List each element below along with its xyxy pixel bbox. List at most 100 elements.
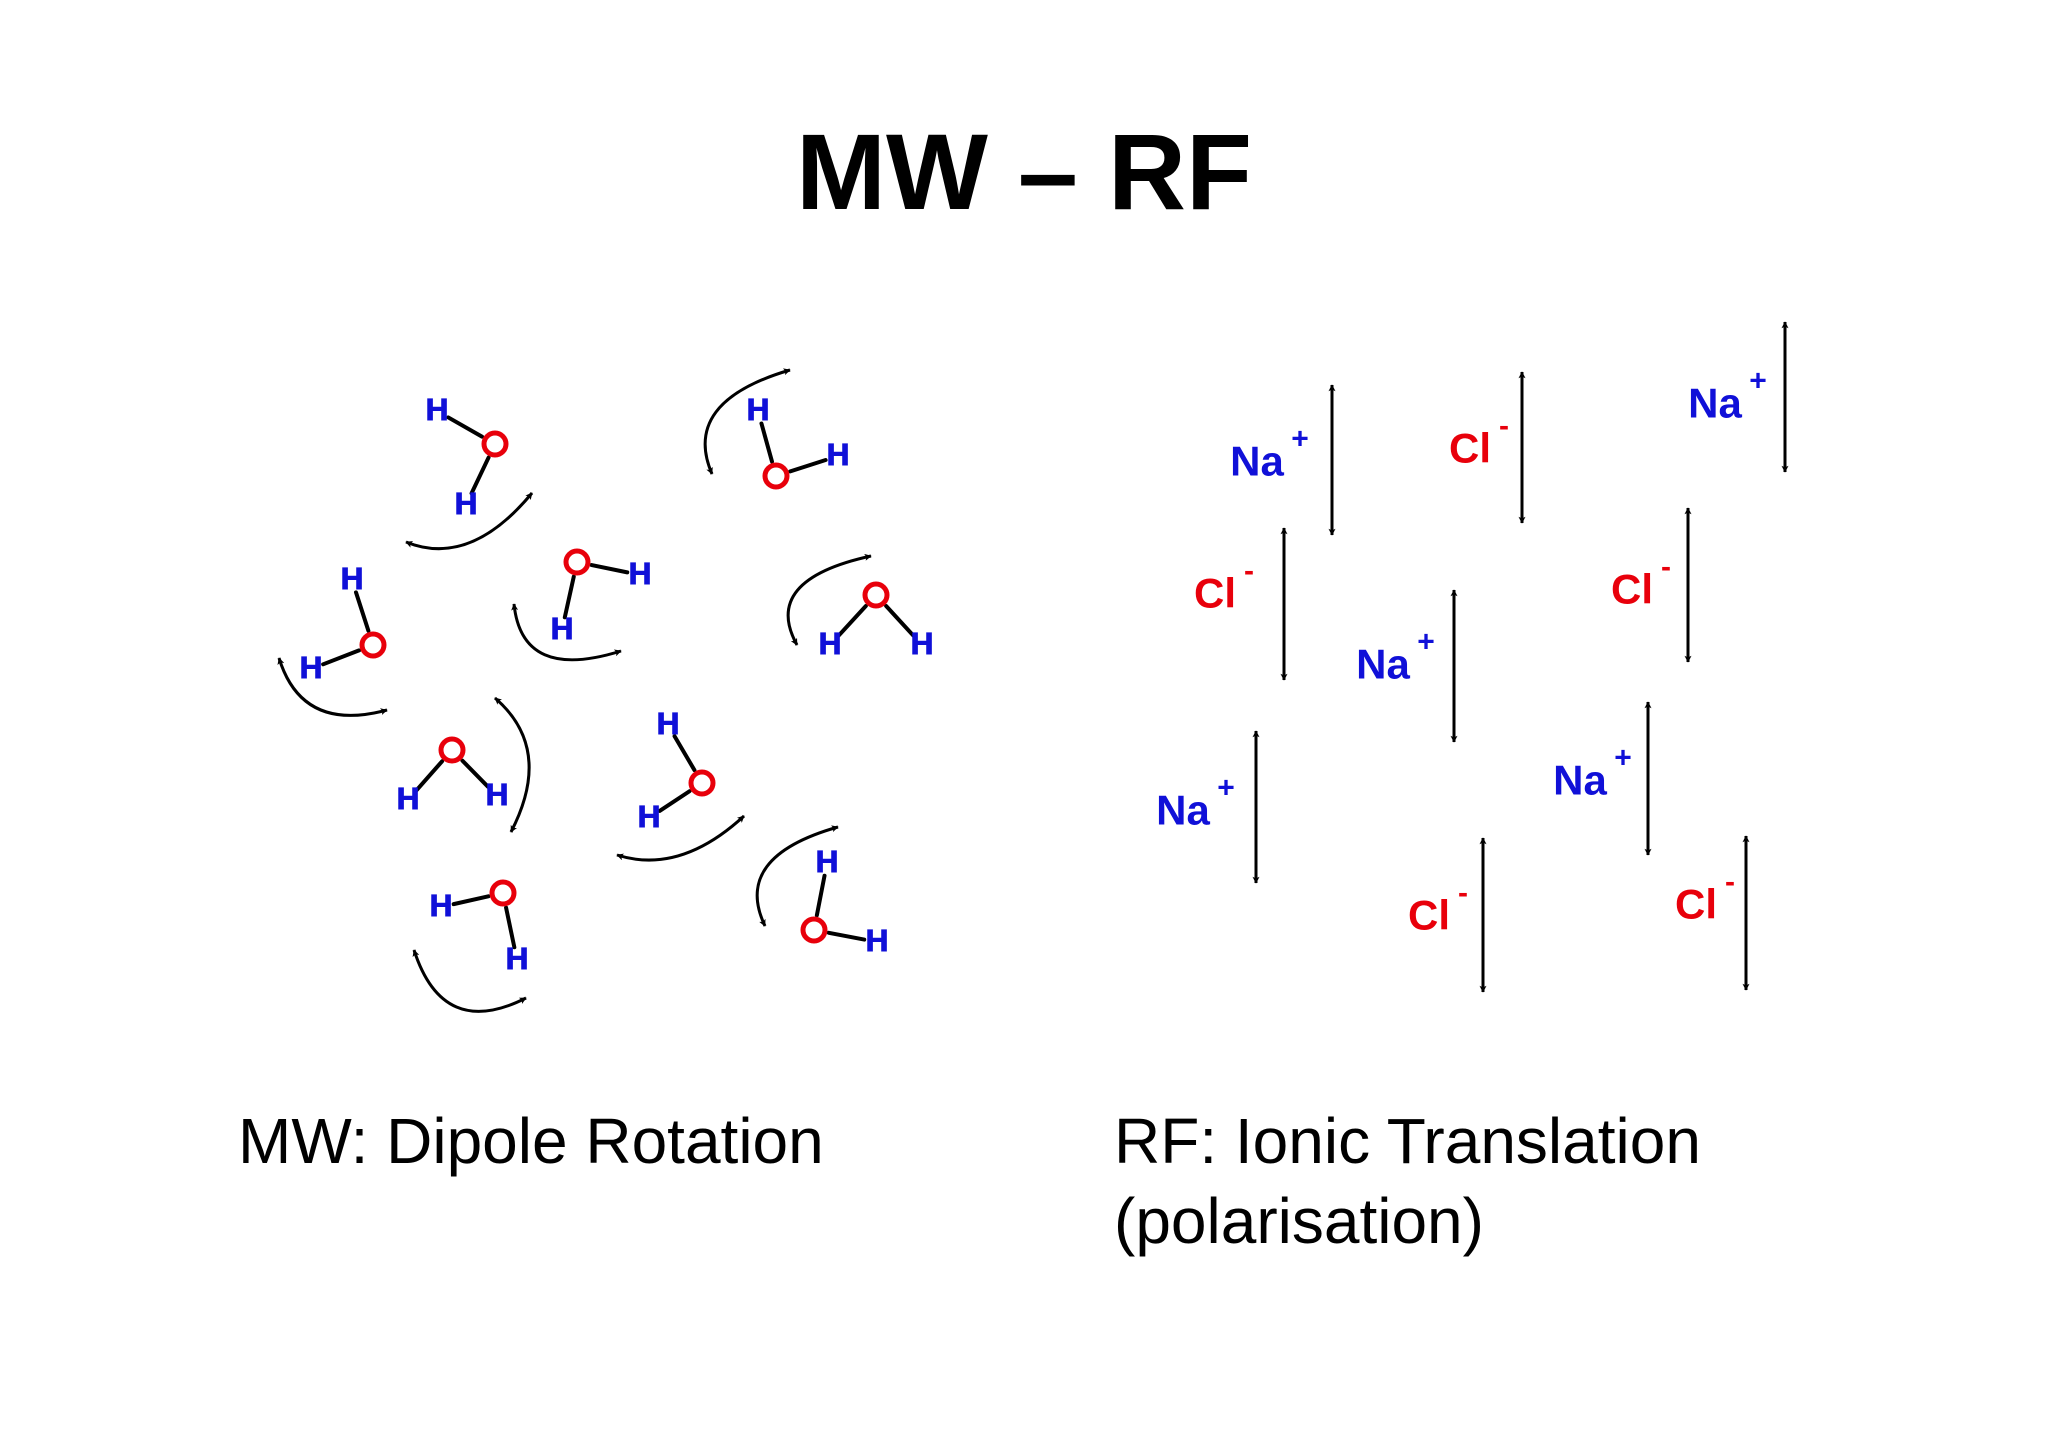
bond-line [759, 421, 774, 464]
hydrogen-atom: H [636, 801, 661, 836]
chloride-symbol: Cl [1675, 881, 1717, 928]
oxygen-atom [800, 916, 828, 944]
water-molecule: HH [745, 394, 851, 490]
hydrogen-atom: H [864, 925, 889, 960]
rotation-arrow [412, 949, 527, 1013]
bond-line [414, 759, 445, 793]
hydrogen-atom: H [825, 439, 850, 474]
rotation-arrow [755, 825, 839, 927]
chloride-ion: Cl- [1675, 835, 1750, 991]
ion-charge: - [1661, 551, 1671, 584]
oxygen-atom [489, 879, 517, 907]
oxygen-atom [359, 631, 387, 659]
oxygen-atom [563, 548, 591, 576]
oxygen-atom [688, 769, 716, 797]
sodium-ion: Na+ [1230, 384, 1336, 536]
oxygen-atom [862, 581, 890, 609]
hydrogen-atom: H [627, 558, 652, 593]
sodium-ion: Na+ [1553, 701, 1652, 856]
bond-line [451, 894, 491, 907]
bond-line [504, 905, 517, 950]
chloride-ion: Cl- [1408, 837, 1487, 993]
ion-charge: + [1614, 742, 1632, 775]
bond-line [826, 930, 867, 942]
rotation-arrow [616, 814, 746, 862]
hydrogen-atom: H [817, 628, 842, 663]
bond-line [836, 604, 868, 638]
bond-line [589, 563, 630, 575]
sodium-ion: Na+ [1356, 589, 1458, 743]
sodium-ion: Na+ [1156, 730, 1260, 884]
oxygen-atom [762, 462, 790, 490]
rotation-arrow [786, 553, 872, 646]
chloride-symbol: Cl [1194, 570, 1236, 617]
hydrogen-atom: H [504, 943, 529, 978]
oxygen-atom [481, 430, 509, 458]
chloride-symbol: Cl [1408, 892, 1450, 939]
rotation-arrow [703, 368, 791, 475]
bond-line [657, 789, 692, 813]
water-molecule: HH [636, 708, 716, 836]
ion-charge: + [1291, 423, 1309, 456]
hydrogen-atom: H [395, 783, 420, 818]
bond-line [469, 455, 491, 496]
sodium-symbol: Na [1230, 438, 1284, 485]
hydrogen-atom: H [424, 394, 449, 429]
chloride-ion: Cl- [1194, 527, 1288, 681]
water-molecule: HH [800, 846, 890, 960]
rotation-arrow [494, 696, 531, 833]
bond-line [672, 734, 697, 773]
sodium-symbol: Na [1156, 787, 1210, 834]
bond-line [814, 873, 827, 918]
bond-line [460, 758, 490, 789]
chloride-symbol: Cl [1449, 425, 1491, 472]
sodium-symbol: Na [1553, 757, 1607, 804]
hydrogen-atom: H [453, 488, 478, 523]
water-molecule: HH [298, 563, 387, 687]
bond-line [446, 415, 484, 439]
hydrogen-atom: H [814, 846, 839, 881]
rotation-arrow [405, 492, 534, 551]
ion-charge: - [1499, 410, 1509, 443]
hydrogen-atom: H [909, 628, 934, 663]
ion-charge: - [1458, 877, 1468, 910]
hydrogen-atom: H [655, 708, 680, 743]
caption-ionic-translation: RF: Ionic Translation (polarisation) [1114, 1101, 1701, 1261]
salt-ions: Na+Cl-Na+Cl-Na+Cl-Na+Na+Cl-Cl- [1156, 321, 1789, 993]
chloride-ion: Cl- [1449, 371, 1526, 524]
water-molecule: HH [549, 548, 653, 648]
bond-line [321, 648, 362, 667]
ion-charge: + [1217, 772, 1235, 805]
caption-dipole-rotation: MW: Dipole Rotation [238, 1105, 824, 1177]
hydrogen-atom: H [339, 563, 364, 598]
sodium-symbol: Na [1688, 380, 1742, 427]
chloride-ion: Cl- [1611, 507, 1692, 663]
caption-ionic-translation-line1: RF: Ionic Translation [1114, 1105, 1701, 1177]
water-molecule: HH [428, 879, 530, 978]
bond-line [562, 574, 576, 620]
bond-line [353, 590, 371, 633]
ion-charge: + [1417, 626, 1435, 659]
chloride-symbol: Cl [1611, 566, 1653, 613]
hydrogen-atom: H [428, 890, 453, 925]
bond-line [788, 457, 828, 474]
sodium-symbol: Na [1356, 641, 1410, 688]
caption-polarisation-line2: (polarisation) [1114, 1185, 1484, 1257]
slide-title: MW – RF [796, 111, 1252, 232]
hydrogen-atom: H [298, 652, 323, 687]
ion-charge: - [1244, 555, 1254, 588]
water-molecule: HH [424, 394, 509, 523]
sodium-ion: Na+ [1688, 321, 1789, 473]
hydrogen-atom: H [484, 779, 509, 814]
bond-line [884, 604, 916, 638]
oxygen-atom [438, 736, 466, 764]
rotation-arrow [511, 603, 622, 662]
rotation-arrow [277, 657, 388, 717]
hydrogen-atom: H [549, 613, 574, 648]
ion-charge: - [1725, 866, 1735, 899]
hydrogen-atom: H [745, 394, 770, 429]
